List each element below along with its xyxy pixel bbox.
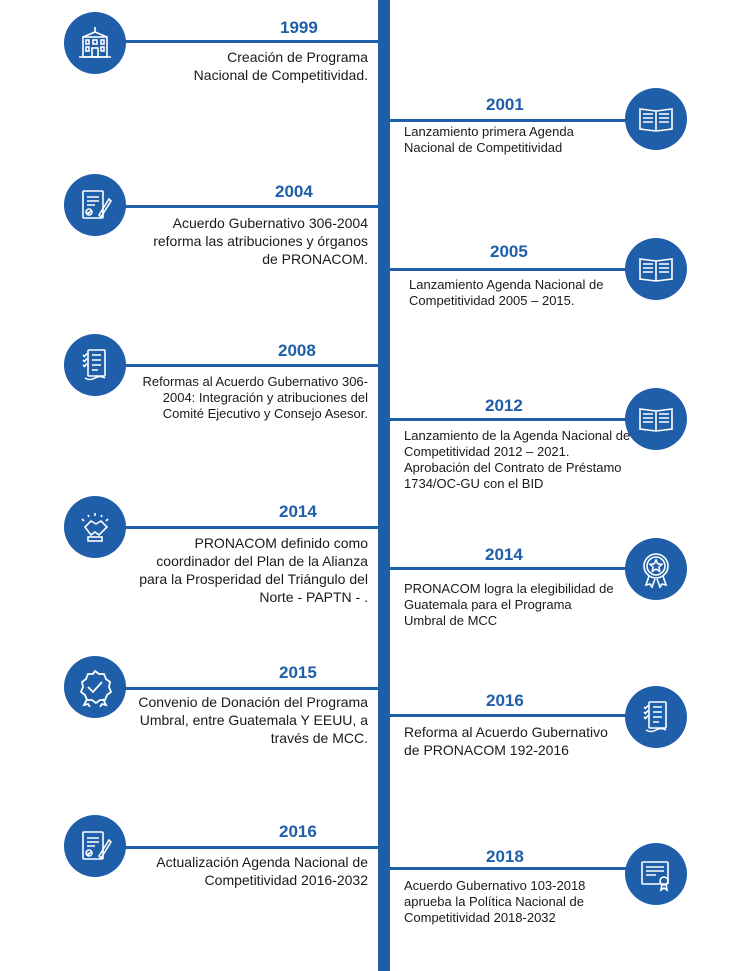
year-label: 2016	[279, 822, 317, 841]
year-label: 2012	[485, 396, 523, 415]
event-description: Reformas al Acuerdo Gubernativo 306-2004…	[142, 374, 368, 421]
checklist-icon	[625, 686, 687, 748]
year-label: 2014	[485, 545, 523, 564]
year-label: 2016	[486, 691, 524, 710]
building-icon	[64, 12, 126, 74]
open-book-icon	[625, 88, 687, 150]
year-label: 2014	[279, 502, 317, 521]
handshake-icon	[64, 496, 126, 558]
signed-document-icon	[64, 174, 126, 236]
year-label: 2008	[278, 341, 316, 360]
event-description: Actualización Agenda Nacional de Competi…	[156, 854, 368, 888]
event-description: Lanzamiento primera Agenda Nacional de C…	[404, 124, 574, 155]
timeline-spine	[378, 0, 390, 971]
year-label: 2015	[279, 663, 317, 682]
event-description: PRONACOM logra la elegibilidad de Guatem…	[404, 581, 614, 628]
event-description: PRONACOM definido como coordinador del P…	[139, 535, 368, 605]
year-label: 2004	[275, 182, 313, 201]
event-description: Acuerdo Gubernativo 103-2018 aprueba la …	[404, 878, 586, 925]
event-description: Lanzamiento Agenda Nacional de Competiti…	[409, 277, 604, 308]
signed-document-icon	[64, 815, 126, 877]
year-label: 2001	[486, 95, 524, 114]
certificate-icon	[625, 843, 687, 905]
open-book-icon	[625, 238, 687, 300]
year-label: 2018	[486, 847, 524, 866]
award-star-icon	[625, 538, 687, 600]
event-description: Convenio de Donación del Programa Umbral…	[138, 694, 368, 746]
event-description: Creación de Programa Nacional de Competi…	[193, 49, 368, 83]
event-description: Reforma al Acuerdo Gubernativo de PRONAC…	[404, 724, 608, 758]
year-label: 2005	[490, 242, 528, 261]
event-description: Acuerdo Gubernativo 306-2004 reforma las…	[153, 215, 368, 267]
badge-check-icon	[64, 656, 126, 718]
checklist-icon	[64, 334, 126, 396]
open-book-icon	[625, 388, 687, 450]
event-description: Lanzamiento de la Agenda Nacional de Com…	[404, 428, 631, 491]
year-label: 1999	[280, 18, 318, 37]
